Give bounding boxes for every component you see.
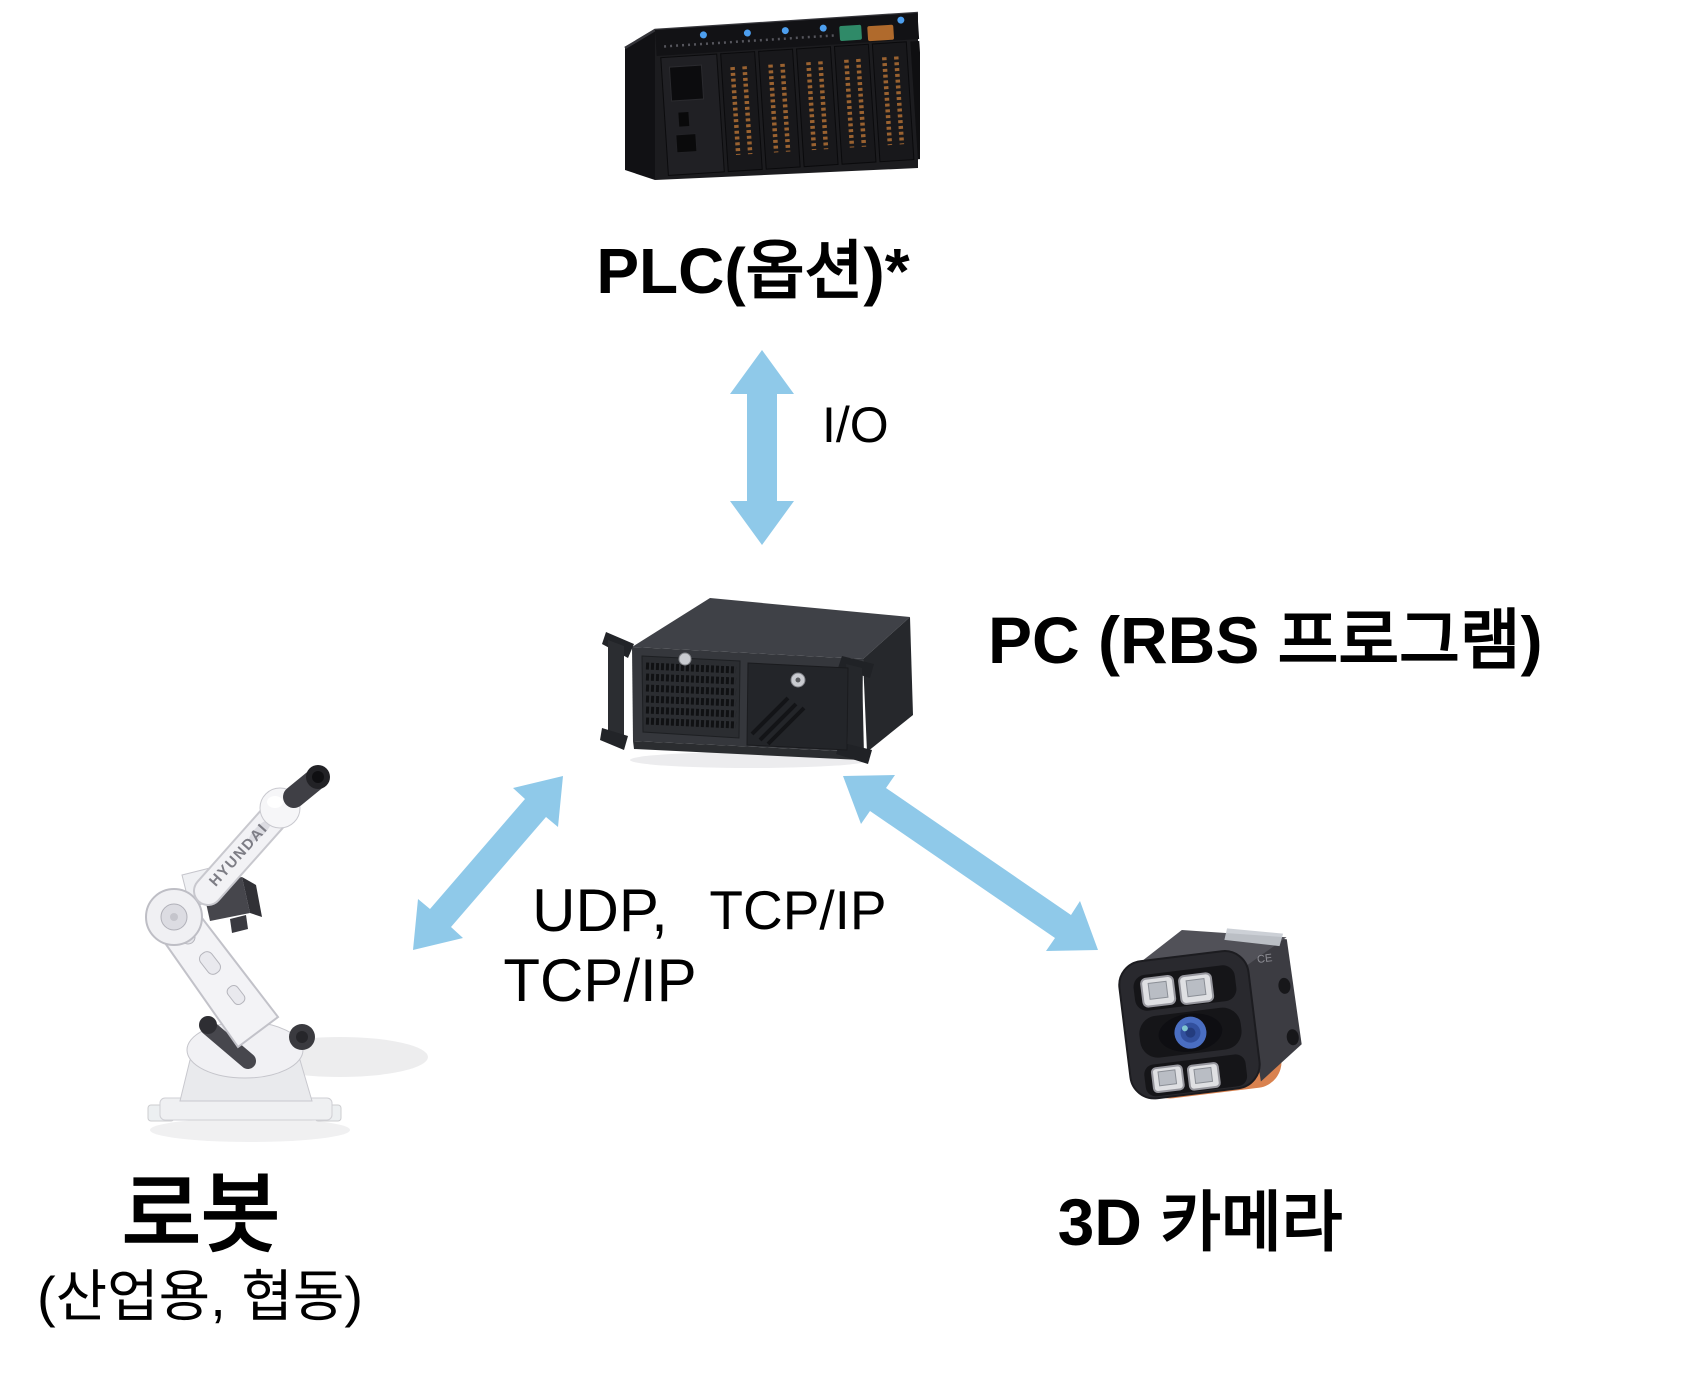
plc-led bbox=[743, 29, 751, 37]
camera-label: 3D 카메라 bbox=[1057, 1185, 1343, 1259]
arrow-robot-pc bbox=[413, 776, 563, 950]
robot-sublabel: (산업용, 협동) bbox=[36, 1265, 364, 1328]
plc-green-connector bbox=[839, 24, 862, 41]
plc-label: PLC(옵션)* bbox=[596, 235, 910, 307]
plc-led bbox=[897, 16, 905, 24]
plc-led bbox=[781, 27, 789, 35]
robot-label: 로봇 bbox=[121, 1167, 281, 1263]
robot-image: HYUNDAI bbox=[145, 765, 428, 1142]
pc-label: PC (RBS 프로그램) bbox=[988, 603, 1543, 677]
plc-pc-edge-label: I/O bbox=[822, 397, 889, 453]
robot-pc-edge-label: UDP, TCP/IP bbox=[503, 876, 696, 1016]
plc-led bbox=[699, 31, 707, 39]
arrow-camera-pc bbox=[843, 775, 1098, 951]
plc-image bbox=[624, 11, 920, 180]
robot-pc-edge-label-line1: UDP, bbox=[532, 877, 668, 944]
arrow-plc-pc bbox=[730, 350, 794, 545]
plc-orange-connector bbox=[867, 24, 894, 42]
robot-pc-edge-label-line2: TCP/IP bbox=[503, 947, 697, 1014]
camera-pc-edge-label: TCP/IP bbox=[709, 879, 887, 941]
camera-ce-mark: CE bbox=[1256, 952, 1273, 966]
pc-image bbox=[600, 598, 913, 768]
camera-image: CE bbox=[1118, 928, 1302, 1100]
plc-led bbox=[819, 24, 827, 32]
